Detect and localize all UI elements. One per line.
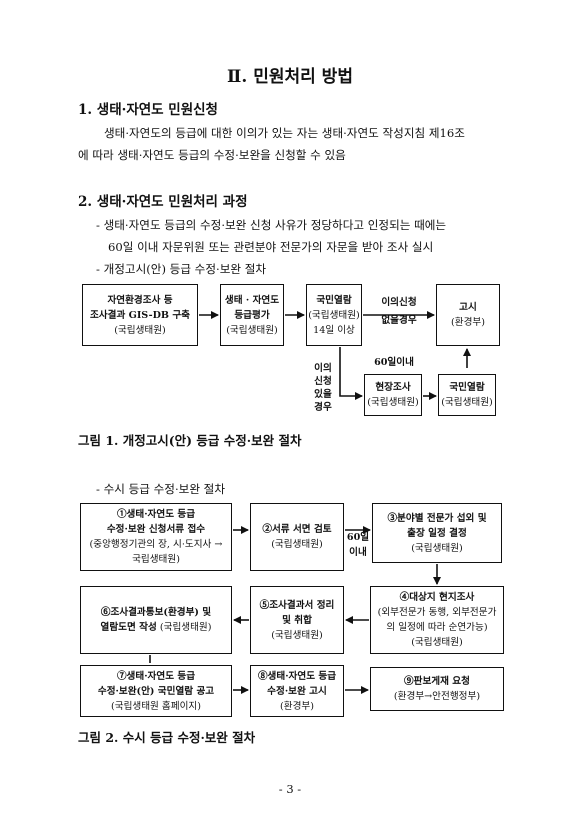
fig2-step5-line1: ⑤조사결과서 정리 bbox=[259, 599, 335, 611]
fig2-step8-line2: 수정·보완 고시 bbox=[267, 685, 327, 697]
fig2-step2-document-review: ②서류 서면 검토 (국립생태원) bbox=[250, 503, 344, 571]
fig2-step1-line4: 국립생태원) bbox=[132, 554, 180, 565]
section2-bullet2: - 개정고시(안) 등급 수정·보완 절차 bbox=[96, 262, 267, 276]
fig1-box1-line3: (국립생태원) bbox=[114, 324, 166, 336]
fig2-step7-line2: 수정·보완(안) 국민열람 공고 bbox=[97, 685, 215, 697]
fig2-step8-line3: (환경부) bbox=[280, 700, 314, 712]
fig1-objection-line1: 이의 bbox=[314, 363, 332, 374]
fig2-step4-line1: ④대상지 현지조사 bbox=[399, 592, 475, 603]
fig1-box-grade-evaluation: 생태 · 자연도 등급평가 (국립생태원) bbox=[220, 284, 284, 346]
fig2-step9-gazette-request: ⑨판보게재 요청 (환경부→안전행정부) bbox=[370, 667, 504, 711]
fig2-caption: 그림 2. 수시 등급 수정·보완 절차 bbox=[78, 730, 256, 745]
fig1-objection-line4: 경우 bbox=[314, 402, 332, 413]
fig2-step4-line4: (국립생태원) bbox=[411, 637, 463, 648]
fig2-step9-line2: (환경부→안전행정부) bbox=[393, 691, 481, 702]
fig2-step4-line3: 의 일정에 따라 순연가능) bbox=[386, 622, 488, 633]
fig2-60days-line1: 60일 bbox=[346, 532, 370, 543]
fig2-step9-line1: ⑨판보게재 요청 bbox=[404, 676, 470, 687]
section2-bullet1-line2: 60일 이내 자문위원 또는 관련분야 전문가의 자문을 받아 조사 실시 bbox=[108, 240, 434, 254]
fig2-step3-line1: ③분야별 전문가 섭외 및 bbox=[387, 512, 487, 524]
fig1-box6-line2: (국립생태원) bbox=[441, 397, 493, 408]
section1-heading: 1. 생태·자연도 민원신청 bbox=[78, 102, 218, 118]
fig1-box-notice: 고시 (환경부) bbox=[436, 284, 500, 346]
fig2-step6-line2: 열람도면 작성 bbox=[100, 622, 157, 633]
fig2-step5-compile-results: ⑤조사결과서 정리 및 취합 (국립생태원) bbox=[250, 586, 344, 654]
fig2-step1-line2: 수정·보완 신청서류 접수 bbox=[106, 524, 206, 535]
fig1-box6-line1: 국민열람 bbox=[449, 382, 485, 393]
fig1-60days-label: 60일이내 bbox=[374, 357, 414, 368]
fig2-step4-line2: (외부전문가 동행, 외부전문가 bbox=[377, 607, 497, 618]
fig2-step8-official-notice: ⑧생태·자연도 등급 수정·보완 고시 (환경부) bbox=[250, 665, 344, 717]
page-number: - 3 - bbox=[278, 782, 302, 796]
fig2-step7-public-notice: ⑦생태·자연도 등급 수정·보완(안) 국민열람 공고 (국립생태원 홈페이지) bbox=[80, 665, 232, 717]
fig1-box-public-review-2: 국민열람 (국립생태원) bbox=[438, 374, 496, 416]
fig1-no-objection-label: 이의신청 없을경우 bbox=[368, 294, 430, 330]
fig2-step7-line1: ⑦생태·자연도 등급 bbox=[116, 670, 196, 682]
section2-heading: 2. 생태·자연도 민원처리 과정 bbox=[78, 194, 248, 210]
fig2-step1-application: ①생태·자연도 등급 수정·보완 신청서류 접수 (중앙행정기관의 장, 시·도… bbox=[80, 503, 232, 571]
fig1-box2-line2: 등급평가 bbox=[234, 309, 270, 321]
fig2-step2-line1: ②서류 서면 검토 bbox=[262, 524, 332, 535]
fig1-box-field-survey: 현장조사 (국립생태원) bbox=[364, 374, 422, 416]
bullet-ad-hoc-procedure: - 수시 등급 수정·보완 절차 bbox=[96, 482, 226, 496]
section1-text-line1: 생태·자연도의 등급에 대한 이의가 있는 자는 생태·자연도 작성지침 제16… bbox=[104, 126, 465, 140]
fig1-no-objection-line1: 이의신청 bbox=[381, 297, 417, 308]
fig2-step6-line1: ⑥조사결과통보(환경부) 및 bbox=[100, 607, 212, 618]
fig1-box4-line1: 고시 bbox=[459, 302, 477, 313]
fig1-objection-label: 이의 신청 있을 경우 bbox=[312, 362, 334, 414]
fig1-caption: 그림 1. 개정고시(안) 등급 수정·보완 절차 bbox=[78, 433, 302, 448]
fig1-box1-line2: 조사결과 GIS-DB 구축 bbox=[89, 309, 190, 321]
fig2-step4-field-survey: ④대상지 현지조사 (외부전문가 동행, 외부전문가 의 일정에 따라 순연가능… bbox=[370, 586, 504, 654]
fig1-box-gis-db: 자연환경조사 등 조사결과 GIS-DB 구축 (국립생태원) bbox=[82, 284, 198, 346]
page-title: Ⅱ. 민원처리 방법 bbox=[227, 67, 353, 87]
fig2-step5-line3: (국립생태원) bbox=[271, 629, 323, 641]
fig2-step8-line1: ⑧생태·자연도 등급 bbox=[257, 670, 337, 682]
fig1-box4-line2: (환경부) bbox=[451, 317, 485, 328]
fig1-box2-line3: (국립생태원) bbox=[226, 324, 278, 336]
fig1-box5-line2: (국립생태원) bbox=[367, 397, 419, 408]
fig2-60days-label: 60일 이내 bbox=[346, 530, 370, 560]
fig2-step3-line2: 출장 일정 결정 bbox=[407, 527, 467, 539]
fig2-step7-line3: (국립생태원 홈페이지) bbox=[111, 700, 201, 712]
fig2-step3-expert-schedule: ③분야별 전문가 섭외 및 출장 일정 결정 (국립생태원) bbox=[372, 503, 502, 563]
fig1-arrow-3-5 bbox=[339, 347, 363, 400]
section2-bullet1-line1: - 생태·자연도 등급의 수정·보완 신청 사유가 정당하다고 인정되는 때에는 bbox=[96, 218, 447, 232]
section1-text-line2: 에 따라 생태·자연도 등급의 수정·보완을 신청할 수 있음 bbox=[78, 148, 346, 162]
fig1-box2-line1: 생태 · 자연도 bbox=[224, 294, 280, 306]
fig1-box3-line2: (국립생태원) bbox=[308, 309, 360, 321]
fig2-step5-line2: 및 취합 bbox=[282, 614, 312, 626]
fig2-step2-line2: (국립생태원) bbox=[271, 539, 323, 550]
fig2-step6-notify-results: ⑥조사결과통보(환경부) 및 열람도면 작성 (국립생태원) bbox=[80, 586, 232, 654]
fig1-no-objection-line2: 없을경우 bbox=[381, 315, 417, 326]
fig1-box3-line3: 14일 이상 bbox=[313, 324, 355, 336]
fig2-step3-line3: (국립생태원) bbox=[411, 542, 463, 554]
fig2-step1-line1: ①생태·자연도 등급 bbox=[116, 509, 196, 520]
fig1-box5-line1: 현장조사 bbox=[375, 382, 411, 393]
fig1-objection-line2: 신청 bbox=[314, 376, 332, 387]
fig2-60days-line2: 이내 bbox=[349, 547, 367, 558]
fig1-box-public-review: 국민열람 (국립생태원) 14일 이상 bbox=[306, 284, 362, 346]
fig2-step1-line3: (중앙행정기관의 장, 시·도지사 → bbox=[89, 539, 223, 550]
fig1-box1-line1: 자연환경조사 등 bbox=[107, 294, 173, 306]
fig2-step6-line3: (국립생태원) bbox=[159, 622, 212, 633]
fig1-box3-line1: 국민열람 bbox=[316, 294, 352, 306]
fig1-objection-line3: 있을 bbox=[314, 389, 332, 400]
